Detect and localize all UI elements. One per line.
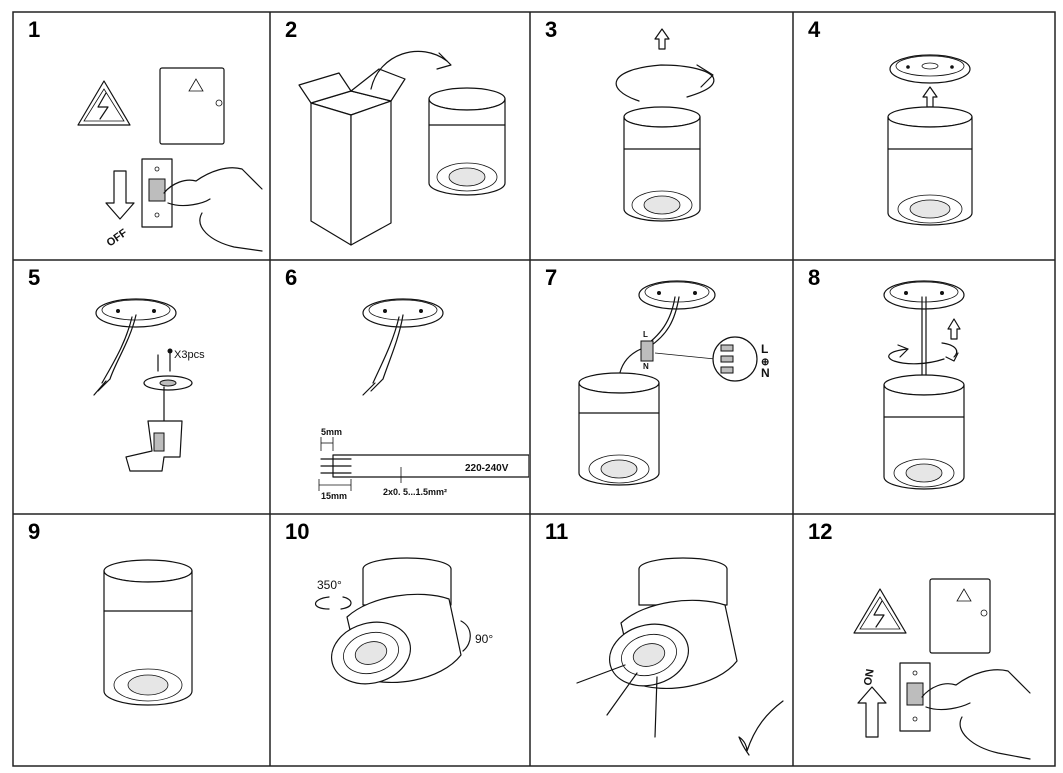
step-4-panel: 4 xyxy=(794,13,1054,259)
step-12-illustration: ON xyxy=(853,578,1031,760)
step-number: 12 xyxy=(808,519,833,544)
drill-icon xyxy=(125,386,183,472)
mounting-plate-icon xyxy=(889,54,971,84)
step-8-illustration xyxy=(883,280,965,490)
tilted-spotlight-head-icon xyxy=(608,599,738,689)
spotlight-icon xyxy=(578,372,660,486)
terminal-label-earth: ⊕ xyxy=(761,357,769,368)
voltage-label: 220-240V xyxy=(465,463,509,474)
step-number: 3 xyxy=(545,17,558,42)
step-8-panel: 8 xyxy=(794,261,1054,513)
spotlight-base-icon xyxy=(638,557,728,606)
hand-pressing-switch-icon xyxy=(163,167,263,252)
up-arrow-icon xyxy=(654,28,670,50)
step-2-illustration xyxy=(298,50,506,246)
step-12-panel: 12 ON xyxy=(794,515,1054,765)
sheath-length-label: 15mm xyxy=(321,491,347,501)
vertical-tilt-label: 90° xyxy=(475,632,493,646)
step-4-illustration xyxy=(887,54,973,226)
off-label: OFF xyxy=(105,227,130,250)
spotlight-icon xyxy=(428,87,506,196)
horizontal-rotation-label: 350° xyxy=(317,578,342,592)
step-6-panel: 6 5mm 15mm xyxy=(271,261,530,513)
wire-label-n: N xyxy=(643,362,649,371)
wire-label-l: L xyxy=(643,330,648,339)
spotlight-icon xyxy=(887,106,973,226)
step-7-panel: 7 L N L ⊕ N xyxy=(531,261,792,513)
step-9-illustration xyxy=(103,559,193,706)
step-1-illustration: OFF xyxy=(77,67,263,252)
step-number: 7 xyxy=(545,265,558,290)
up-arrow-icon xyxy=(947,318,961,340)
step-number: 10 xyxy=(285,519,310,544)
mounting-plate-icon xyxy=(362,298,444,328)
spotlight-icon xyxy=(103,559,193,706)
step-number: 2 xyxy=(285,17,298,42)
step-1-panel: 1 OFF xyxy=(14,13,269,259)
step-7-illustration: L N L ⊕ N xyxy=(578,280,770,486)
high-voltage-warning-icon xyxy=(77,80,131,126)
step-number: 5 xyxy=(28,265,41,290)
step-10-panel: 10 350° 90° xyxy=(271,515,529,765)
spotlight-icon xyxy=(623,106,701,222)
off-arrow-icon xyxy=(105,170,135,220)
step-number: 4 xyxy=(808,17,821,42)
screw-quantity-label: X3pcs xyxy=(174,349,205,361)
step-11-panel: 11 xyxy=(531,515,792,765)
horizontal-rotation-arrow-icon xyxy=(314,596,352,610)
terminal-detail-callout xyxy=(712,336,758,382)
step-6-illustration: 5mm 15mm 220-240V 2x0. 5...1.5mm² xyxy=(318,298,530,501)
step-number: 6 xyxy=(285,265,298,290)
step-number: 8 xyxy=(808,265,821,290)
step-5-illustration: X3pcs xyxy=(93,298,205,472)
strip-length-label: 5mm xyxy=(321,427,342,437)
step-3-panel: 3 xyxy=(531,13,792,259)
hand-pressing-switch-icon xyxy=(921,669,1031,760)
terminal-label-l: L xyxy=(761,342,768,356)
electrical-panel-icon xyxy=(929,578,991,654)
screw-icon xyxy=(157,348,173,372)
tilt-arrow-icon xyxy=(460,620,471,652)
step-5-panel: 5 X3pcs xyxy=(14,261,269,513)
mounting-plate-icon xyxy=(883,280,965,310)
step-number: 11 xyxy=(545,519,569,544)
tilted-spotlight-head-icon xyxy=(330,593,462,685)
step-number: 1 xyxy=(28,17,41,42)
rotate-arrow-icon xyxy=(615,64,715,102)
open-box-icon xyxy=(298,68,406,246)
electrical-panel-icon xyxy=(159,67,225,145)
step-11-illustration xyxy=(576,557,784,756)
light-beam-lines xyxy=(576,664,658,738)
cable-spec-label: 2x0. 5...1.5mm² xyxy=(383,487,447,497)
terminal-block-icon xyxy=(640,340,654,362)
spotlight-icon xyxy=(883,374,965,490)
wall-switch-icon xyxy=(899,662,931,732)
on-arrow-icon xyxy=(857,686,887,738)
mounting-plate-icon xyxy=(95,298,177,328)
step-9-panel: 9 xyxy=(14,515,269,765)
remove-arrow-icon xyxy=(370,50,448,90)
step-3-illustration xyxy=(615,28,715,222)
step-2-panel: 2 xyxy=(271,13,529,259)
terminal-label-n: N xyxy=(761,366,770,380)
up-arrow-icon xyxy=(922,86,938,108)
high-voltage-warning-icon xyxy=(853,588,907,634)
rotate-arrow-icon xyxy=(888,342,959,365)
cable-icon xyxy=(362,314,404,396)
wall-plug-icon xyxy=(143,375,193,391)
wall-switch-icon xyxy=(141,158,173,228)
step-10-illustration: 350° 90° xyxy=(314,557,493,685)
checkmark-icon xyxy=(738,700,784,756)
step-number: 9 xyxy=(28,519,41,544)
on-label: ON xyxy=(862,668,877,686)
cable-icon xyxy=(93,314,137,396)
